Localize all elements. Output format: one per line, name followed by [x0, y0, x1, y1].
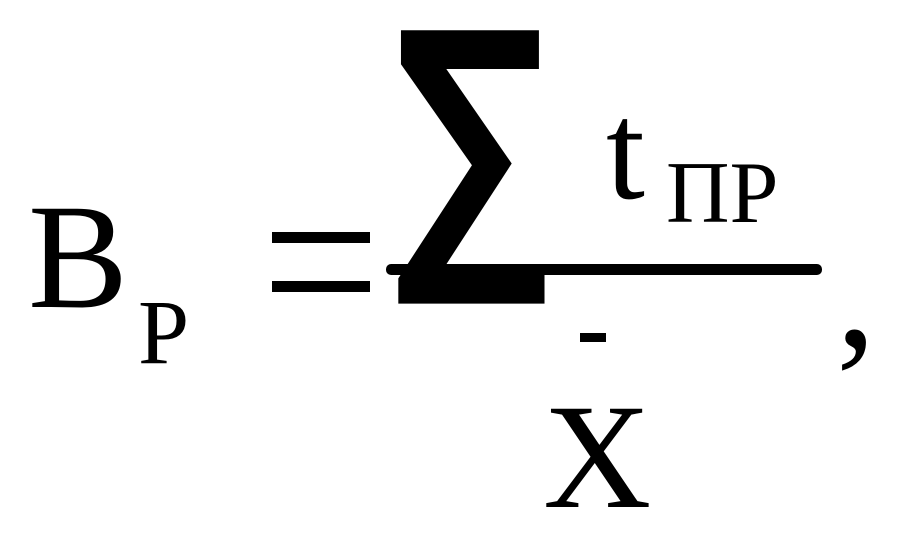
fraction-bar [386, 264, 822, 275]
denominator-variable: X [543, 374, 652, 540]
mean-bar-mark [580, 333, 606, 342]
equals-sign-bottom-bar [272, 281, 370, 292]
trailing-comma: , [836, 203, 876, 381]
numerator-subscript: ПР [666, 145, 779, 242]
lhs-subscript: P [138, 281, 190, 383]
lhs-symbol: B [28, 174, 129, 340]
equals-sign-top-bar [272, 232, 370, 243]
sum-symbol: ∑ [394, 0, 550, 317]
numerator-variable: t [606, 74, 645, 229]
